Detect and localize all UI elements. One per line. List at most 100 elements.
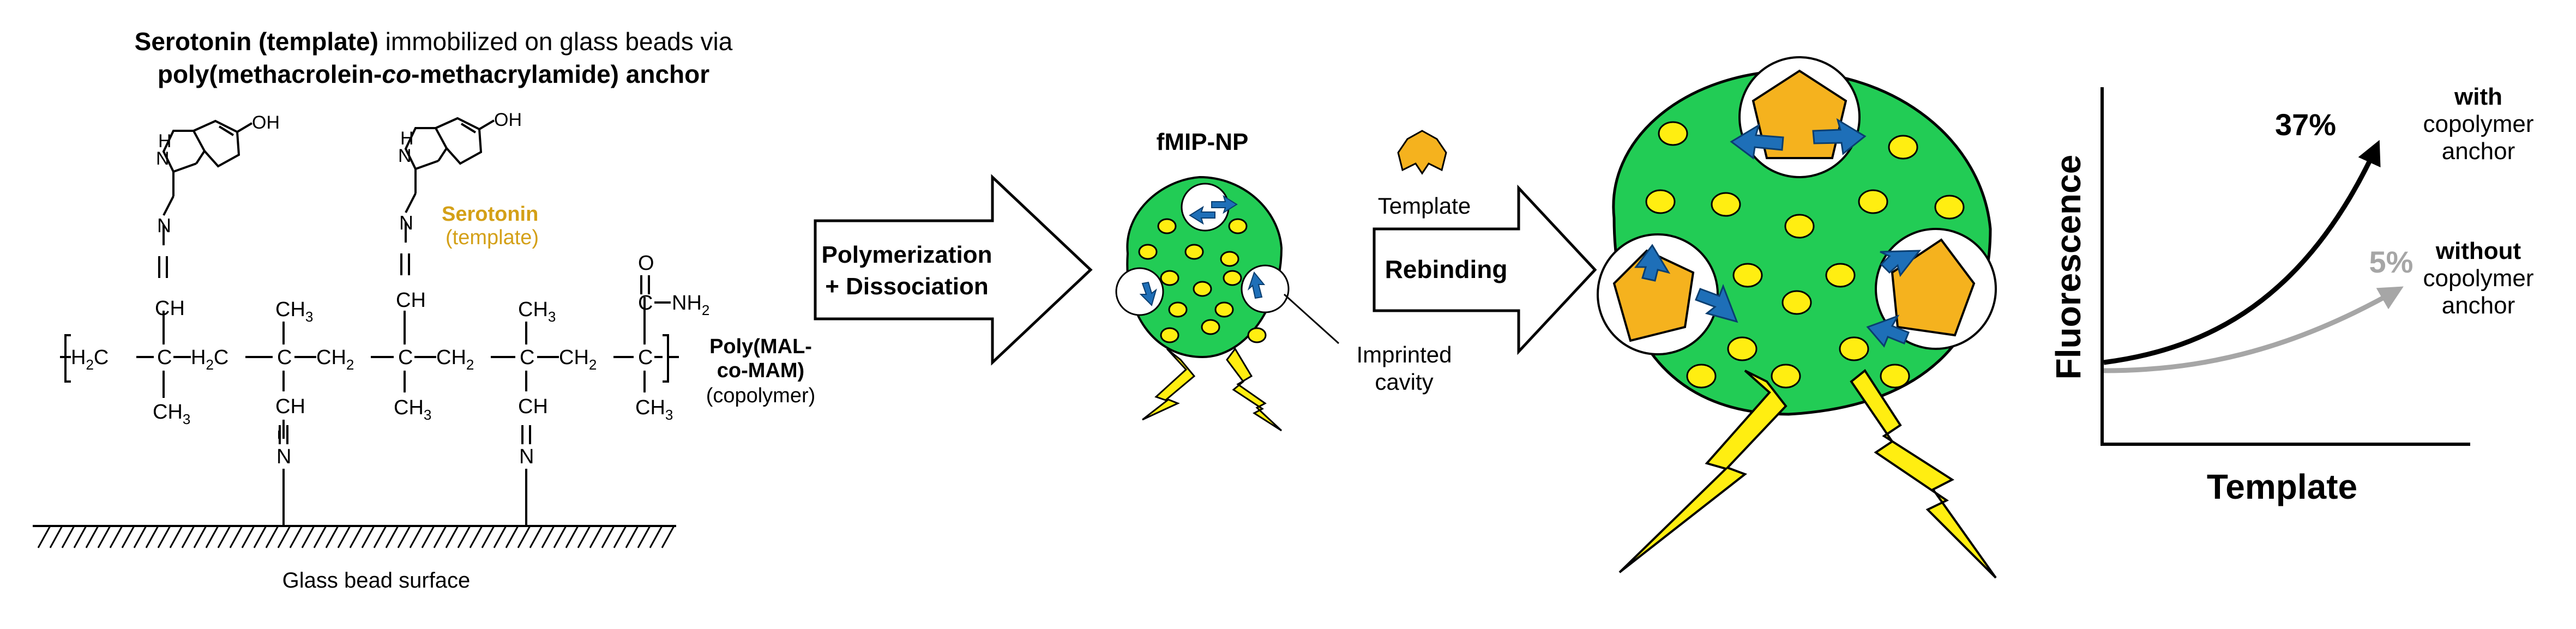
ch3-5-sub: 3 — [665, 407, 673, 423]
ch3-3-sub: 3 — [424, 407, 431, 423]
surface-hatch-mark — [349, 525, 363, 548]
nh-n-1: N — [156, 148, 170, 169]
surface-hatch-mark — [577, 525, 591, 548]
h2c-2-c: C — [214, 346, 228, 369]
surface-hatch-mark — [133, 525, 147, 548]
nh2-5-sub: 2 — [702, 302, 709, 318]
ch2-3-ch: CH — [316, 346, 346, 369]
surface-hatch-mark — [493, 525, 507, 548]
chart-xlabel: Template — [2207, 467, 2357, 506]
ch2-4: CH2 — [436, 346, 474, 373]
surface-hatch-mark — [229, 525, 243, 548]
surface-hatch-mark — [637, 525, 651, 548]
serotonin-label: Serotonin — [442, 203, 538, 226]
title-part-a: poly(methacrolein- — [158, 60, 382, 88]
copolymer-name-1: Poly(MAL- — [709, 335, 812, 358]
imine-n-1: N — [157, 214, 171, 237]
surface-hatch-mark — [277, 525, 291, 548]
large-lightning-left — [1618, 370, 1787, 573]
nh2-5-nh: NH — [672, 292, 702, 314]
surface-hatch-mark — [37, 525, 51, 548]
surface-hatch-mark — [301, 525, 315, 548]
nh2-5: NH2 — [672, 292, 709, 318]
cavity-label-2: cavity — [1375, 369, 1433, 395]
polymerization-label-1: Polymerization — [822, 241, 992, 268]
polymerization-arrow — [814, 174, 1093, 366]
panel-title-line-1: Serotonin (template) immobilized on glas… — [135, 27, 733, 56]
serotonin-structure-1 — [158, 119, 253, 278]
surface-hatch-mark — [49, 525, 63, 548]
surface-hatch-mark — [205, 525, 219, 548]
fluorescence-chart — [2100, 87, 2470, 446]
c-5: C — [638, 346, 653, 369]
ch3-4: CH3 — [518, 298, 556, 325]
polymer-backbone — [60, 275, 679, 439]
rebinding-arrow — [1373, 184, 1597, 355]
rebinding-label: Rebinding — [1385, 255, 1508, 283]
surface-hatch-mark — [649, 525, 663, 548]
ch3-2-ch: CH — [275, 298, 305, 321]
title-part-b: co — [382, 60, 411, 88]
fmip-np-title: fMIP-NP — [1157, 129, 1249, 155]
template-label: Template — [1378, 193, 1471, 219]
without-label-3: anchor — [2442, 292, 2515, 319]
c-1: C — [157, 346, 172, 369]
h2c-2-h: H — [191, 346, 206, 369]
surface-hatch-mark — [145, 525, 159, 548]
ch2-3: CH2 — [316, 346, 354, 373]
c-3: C — [398, 346, 413, 369]
ch-4: CH — [518, 395, 548, 418]
ch2-5-ch: CH — [559, 346, 589, 369]
large-np-dots — [1645, 121, 1965, 389]
ch3-1-sub: 3 — [183, 411, 190, 427]
surface-hatch-mark — [529, 525, 543, 548]
serotonin-sublabel: (template) — [446, 226, 539, 249]
ch3-2-sub: 3 — [305, 309, 313, 325]
serotonin-structure-2 — [400, 117, 495, 275]
anchor-bonds — [279, 425, 531, 526]
oh-label-2: OH — [494, 110, 522, 130]
pct-with-label: 37% — [2275, 107, 2336, 142]
small-lightning-right — [1226, 347, 1283, 432]
ch3-2: CH3 — [275, 298, 313, 325]
imine-n-2: N — [399, 211, 413, 234]
surface-hatch-mark — [265, 525, 279, 548]
chart-ylabel: Fluorescence — [2049, 155, 2088, 380]
ch2-4-sub: 2 — [466, 356, 474, 373]
large-lightning-right — [1850, 369, 1997, 579]
surface-hatch-mark — [421, 525, 435, 548]
n-2: N — [276, 445, 291, 468]
surface-hatch-mark — [169, 525, 183, 548]
surface-hatch-mark — [589, 525, 603, 548]
small-lightning-left — [1142, 348, 1196, 421]
surface-hatch-mark — [325, 525, 339, 548]
without-label-1: without — [2435, 238, 2521, 264]
cavity-pointer — [1283, 293, 1340, 344]
surface-hatch-mark — [601, 525, 615, 548]
ch3-3-ch: CH — [394, 396, 424, 419]
surface-hatch-mark — [613, 525, 627, 548]
surface-hatch-mark — [181, 525, 195, 548]
template-icon — [1397, 130, 1447, 175]
large-np-binding-arrows — [1634, 118, 1922, 348]
surface-hatch-mark — [565, 525, 579, 548]
pct-without-label: 5% — [2369, 245, 2414, 279]
h2c-left: H2C — [71, 346, 109, 373]
c-2: C — [277, 346, 292, 369]
title-rest: immobilized on glass beads via — [378, 27, 733, 56]
h2c-2-sub: 2 — [206, 356, 213, 373]
surface-hatch-mark — [517, 525, 531, 548]
ch2-3-sub: 2 — [346, 356, 354, 373]
surface-hatch-mark — [121, 525, 135, 548]
surface-hatch-mark — [73, 525, 87, 548]
ch2-5-sub: 2 — [589, 356, 597, 373]
series-with-anchor — [2103, 140, 2381, 365]
surface-hatch-mark — [337, 525, 351, 548]
copolymer-note: (copolymer) — [706, 384, 816, 407]
surface-hatch-mark — [445, 525, 459, 548]
title-part-c: -methacrylamide) anchor — [411, 60, 709, 88]
nh-n-2: N — [398, 146, 412, 166]
c-4: C — [520, 346, 534, 369]
surface-hatch-mark — [541, 525, 555, 548]
surface-hatch-mark — [61, 525, 75, 548]
